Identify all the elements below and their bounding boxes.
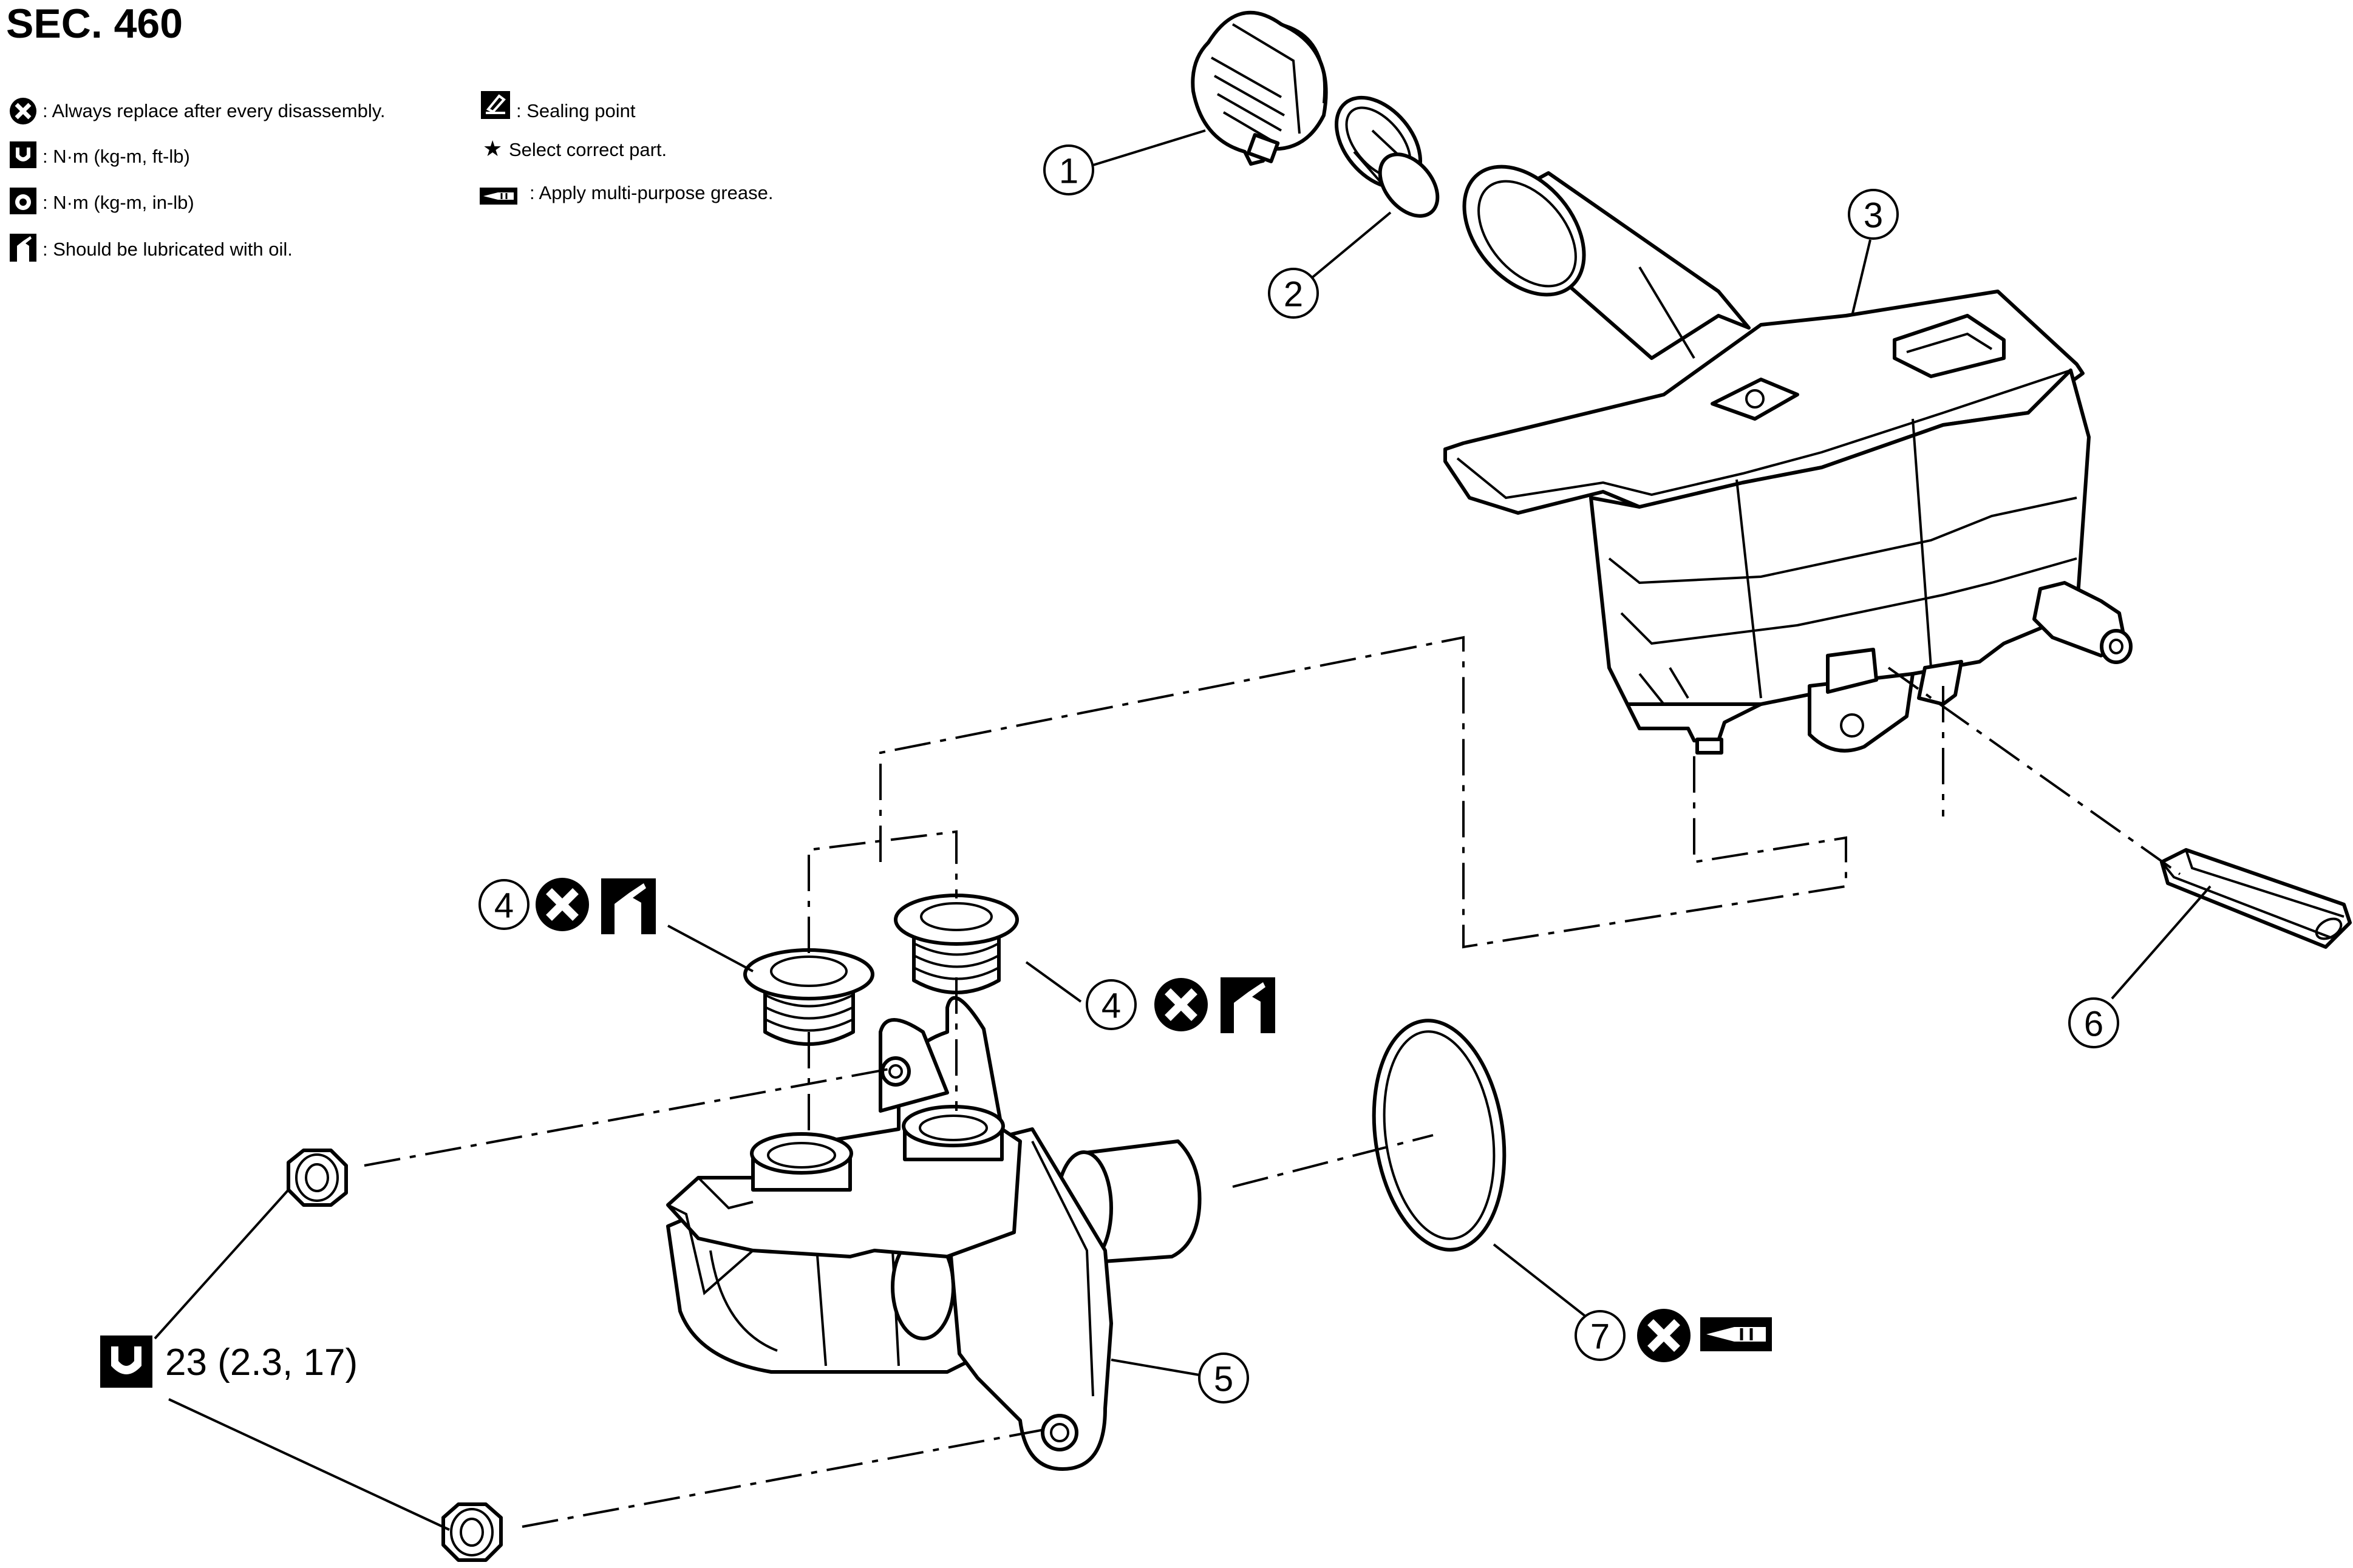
sealing-point-icon bbox=[481, 91, 510, 119]
reservoir-tank bbox=[1443, 165, 2133, 755]
callout-3: 3 bbox=[1848, 189, 1899, 240]
reservoir-grommet-left bbox=[743, 948, 874, 1046]
reservoir-pin bbox=[2160, 848, 2352, 949]
callout-6: 6 bbox=[2068, 997, 2119, 1048]
mounting-nut-upper bbox=[287, 1149, 348, 1207]
reservoir-strainer bbox=[1335, 95, 1440, 218]
svg-text:4: 4 bbox=[1102, 986, 1121, 1026]
legend-sealing-text: : Sealing point bbox=[516, 100, 636, 121]
legend-star-text: Select correct part. bbox=[509, 139, 667, 160]
grease-icon bbox=[480, 188, 517, 205]
master-cylinder bbox=[666, 996, 1202, 1471]
oil-can-icon bbox=[10, 234, 36, 262]
callout-2: 2 bbox=[1268, 268, 1319, 319]
legend-replace-text: : Always replace after every disassembly… bbox=[43, 100, 386, 121]
legend-torque-inlb-text: : N·m (kg-m, in-lb) bbox=[43, 192, 194, 213]
mounting-nut-lower bbox=[441, 1502, 503, 1562]
oil-can-icon bbox=[601, 878, 656, 934]
alignment-lines bbox=[364, 636, 2181, 1528]
torque-ft-lb-icon bbox=[10, 141, 36, 168]
legend-grease-text: : Apply multi-purpose grease. bbox=[530, 182, 774, 203]
leader-lines bbox=[154, 129, 2212, 1531]
replace-icon bbox=[10, 98, 36, 124]
star-icon: ★ bbox=[483, 136, 502, 161]
torque-spec: 23 (2.3, 17) bbox=[100, 1336, 358, 1388]
svg-text:4: 4 bbox=[494, 886, 514, 926]
callout-1: 1 bbox=[1043, 144, 1094, 195]
svg-text:6: 6 bbox=[2084, 1005, 2103, 1044]
callout-4-left: 4 bbox=[478, 878, 656, 934]
replace-icon bbox=[536, 878, 589, 931]
section-title: SEC. 460 bbox=[6, 1, 183, 47]
torque-in-lb-icon bbox=[10, 188, 36, 214]
callout-4-right: 4 bbox=[1086, 977, 1275, 1033]
svg-text:1: 1 bbox=[1059, 152, 1078, 191]
torque-value: 23 (2.3, 17) bbox=[165, 1342, 358, 1383]
svg-text:7: 7 bbox=[1590, 1317, 1610, 1357]
replace-icon bbox=[1154, 978, 1208, 1031]
grease-icon bbox=[1700, 1317, 1772, 1351]
replace-icon bbox=[1637, 1309, 1691, 1362]
svg-text:5: 5 bbox=[1214, 1360, 1233, 1399]
legend-torque-ftlb-text: : N·m (kg-m, ft-lb) bbox=[43, 146, 190, 167]
svg-text:2: 2 bbox=[1284, 275, 1303, 314]
legend-oil-text: : Should be lubricated with oil. bbox=[43, 239, 293, 260]
callout-5: 5 bbox=[1198, 1352, 1249, 1403]
svg-text:3: 3 bbox=[1864, 196, 1883, 236]
oil-can-icon bbox=[1221, 977, 1275, 1033]
legend: : Always replace after every disassembly… bbox=[10, 91, 774, 262]
callout-7: 7 bbox=[1575, 1309, 1772, 1362]
reservoir-cap bbox=[1191, 10, 1328, 166]
o-ring bbox=[1372, 1019, 1507, 1252]
torque-ft-lb-icon bbox=[100, 1336, 152, 1388]
